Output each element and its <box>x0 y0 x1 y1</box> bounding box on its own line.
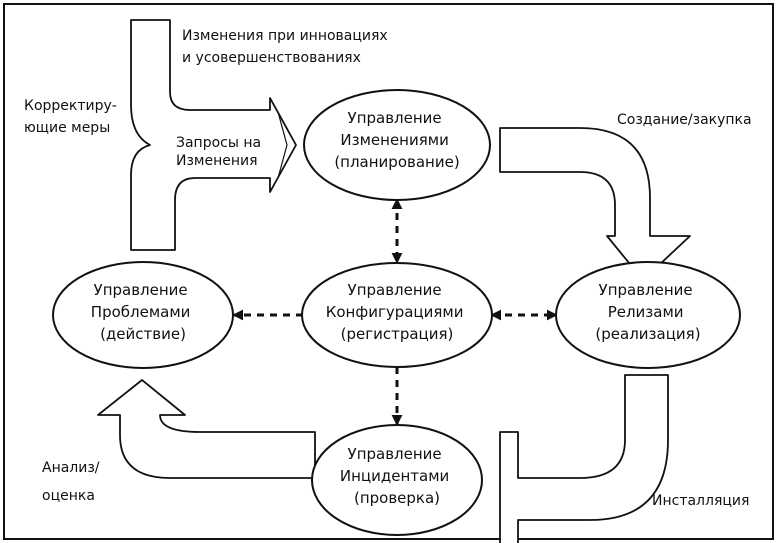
node-problem-line-3: (действие) <box>100 325 186 343</box>
label-corrective-line-2: ющие меры <box>24 120 110 136</box>
label-requests-line-1: Запросы на <box>176 135 261 151</box>
node-config-line-3: (регистрация) <box>341 325 454 343</box>
requests-arrow-inner-stroke <box>277 111 288 179</box>
label-innovation-line-1: Изменения при инновациях <box>182 28 388 44</box>
svg-text:Управление Инцидентами: Управление Инцидентами (проверка) <box>340 445 454 507</box>
node-config-line-2: Конфигурациями <box>326 303 464 321</box>
label-procurement: Создание/закупка <box>617 112 752 128</box>
label-analysis: Анализ/ оценка <box>42 460 104 504</box>
node-incident-line-3: (проверка) <box>354 489 440 507</box>
svg-text:Управление Изменениями: Управление Изменениями (планирование) <box>334 109 459 171</box>
label-analysis-line-1: Анализ/ <box>42 460 100 476</box>
node-change-line-2: Изменениями <box>340 131 448 149</box>
node-change-line-1: Управление <box>348 109 442 127</box>
label-change-requests: Запросы на Изменения <box>176 135 266 169</box>
node-config-line-1: Управление <box>348 281 442 299</box>
procurement-arrow <box>499 127 691 281</box>
node-change-line-3: (планирование) <box>334 153 459 171</box>
node-release-management: Управление Релизами (реализация) <box>555 261 741 369</box>
svg-text:Управление Конфигурациям: Управление Конфигурациями (регистрация) <box>326 281 469 343</box>
label-installation-line-1: Инсталляция <box>652 493 749 509</box>
svg-text:Управление Релизами: Управление Релизами (реализация) <box>595 281 700 343</box>
svg-text:Управление Проблемами: Управление Проблемами (действие) <box>91 281 195 343</box>
label-procurement-line-1: Создание/закупка <box>617 112 752 128</box>
corrective-requests-arrow <box>130 19 297 251</box>
label-innovation-changes: Изменения при инновациях и усовершенство… <box>182 28 392 66</box>
node-problem-management: Управление Проблемами (действие) <box>52 261 234 369</box>
label-requests-line-2: Изменения <box>176 153 258 169</box>
node-problem-line-1: Управление <box>94 281 188 299</box>
node-release-line-1: Управление <box>599 281 693 299</box>
analysis-arrow <box>97 379 316 479</box>
label-analysis-line-2: оценка <box>42 488 95 504</box>
label-innovation-line-2: и усовершенствованиях <box>182 50 361 66</box>
label-corrective-measures: Корректиру- ющие меры <box>24 98 121 136</box>
node-incident-management: Управление Инцидентами (проверка) <box>311 424 483 536</box>
label-corrective-line-1: Корректиру- <box>24 98 117 114</box>
node-change-management: Управление Изменениями (планирование) <box>303 89 491 201</box>
diagram-frame <box>3 3 774 540</box>
node-configuration-management: Управление Конфигурациями (регистрация) <box>301 262 493 368</box>
label-installation: Инсталляция <box>652 493 749 509</box>
node-release-line-3: (реализация) <box>595 325 700 343</box>
node-release-line-2: Релизами <box>608 303 684 321</box>
installation-arrow <box>499 374 669 543</box>
node-problem-line-2: Проблемами <box>91 303 191 321</box>
node-incident-line-2: Инцидентами <box>340 467 449 485</box>
node-incident-line-1: Управление <box>348 445 442 463</box>
